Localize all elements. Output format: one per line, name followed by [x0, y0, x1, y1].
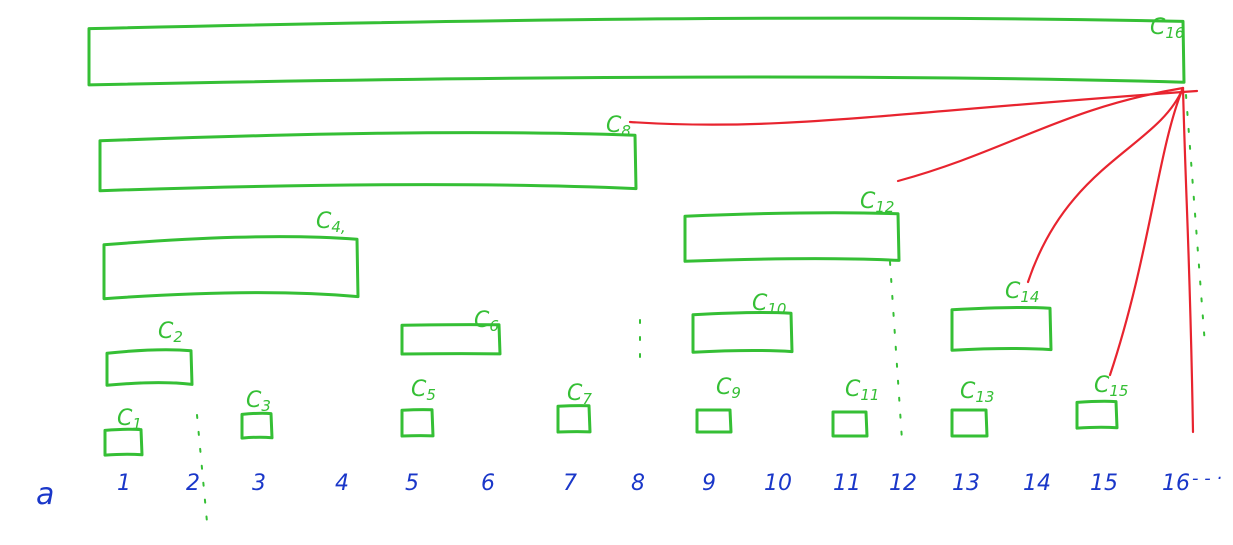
node-label-c4: C4,	[316, 209, 346, 236]
index-12: 12	[889, 471, 917, 496]
node-box-c1	[103, 427, 144, 457]
guide-dash-line	[889, 261, 903, 441]
index-16: 16	[1162, 471, 1190, 496]
link-c15-to-c16	[1108, 86, 1185, 377]
guide-dash-line	[1185, 94, 1206, 346]
node-box-c15	[1075, 399, 1119, 430]
node-label-c8: C8	[606, 113, 631, 140]
link-a16-to-c16	[1181, 86, 1195, 434]
node-box-c13	[950, 408, 989, 438]
node-label-c2: C2	[158, 319, 183, 346]
node-label-c1: C1	[117, 406, 142, 433]
node-box-c7	[556, 404, 592, 434]
node-box-c4	[102, 235, 360, 301]
node-label-c5: C5	[411, 377, 436, 404]
node-label-c9: C9	[716, 375, 741, 402]
node-box-c11	[831, 410, 869, 438]
index-3: 3	[252, 471, 266, 496]
index-1: 1	[117, 471, 131, 496]
index-5: 5	[405, 471, 419, 496]
node-label-c12: C12	[860, 189, 894, 216]
index-9: 9	[702, 471, 716, 496]
node-box-c2	[105, 348, 194, 387]
node-box-c6	[400, 323, 502, 356]
link-c8-to-c16	[628, 89, 1199, 126]
node-label-c10: C10	[752, 291, 786, 318]
index-trailing-dots: - - ·	[1192, 468, 1222, 489]
link-c12-to-c16	[896, 86, 1185, 183]
node-label-c13: C13	[960, 379, 994, 406]
index-2: 2	[186, 471, 200, 496]
node-label-c16: C16	[1150, 15, 1184, 42]
node-label-c3: C3	[246, 388, 271, 415]
node-box-c5	[400, 408, 435, 438]
index-15: 15	[1090, 471, 1118, 496]
node-box-c16	[87, 16, 1186, 87]
node-box-c3	[240, 411, 274, 440]
index-4: 4	[335, 471, 349, 496]
node-box-c10	[691, 310, 794, 354]
node-box-c14	[950, 305, 1053, 352]
array-label: a	[36, 477, 54, 512]
node-box-c12	[683, 211, 901, 263]
index-13: 13	[952, 471, 980, 496]
index-14: 14	[1023, 471, 1051, 496]
node-label-c15: C15	[1094, 373, 1128, 400]
node-label-c14: C14	[1005, 279, 1039, 306]
node-label-c6: C6	[474, 308, 499, 335]
index-8: 8	[631, 471, 645, 496]
node-box-c8	[98, 131, 638, 193]
link-c14-to-c16	[1026, 86, 1185, 284]
index-11: 11	[833, 471, 861, 496]
guide-dash-line	[196, 414, 208, 523]
node-label-c7: C7	[567, 381, 592, 408]
index-6: 6	[481, 471, 495, 496]
index-10: 10	[764, 471, 792, 496]
node-box-c9	[695, 408, 733, 434]
index-7: 7	[563, 471, 577, 496]
node-label-c11: C11	[845, 377, 879, 404]
